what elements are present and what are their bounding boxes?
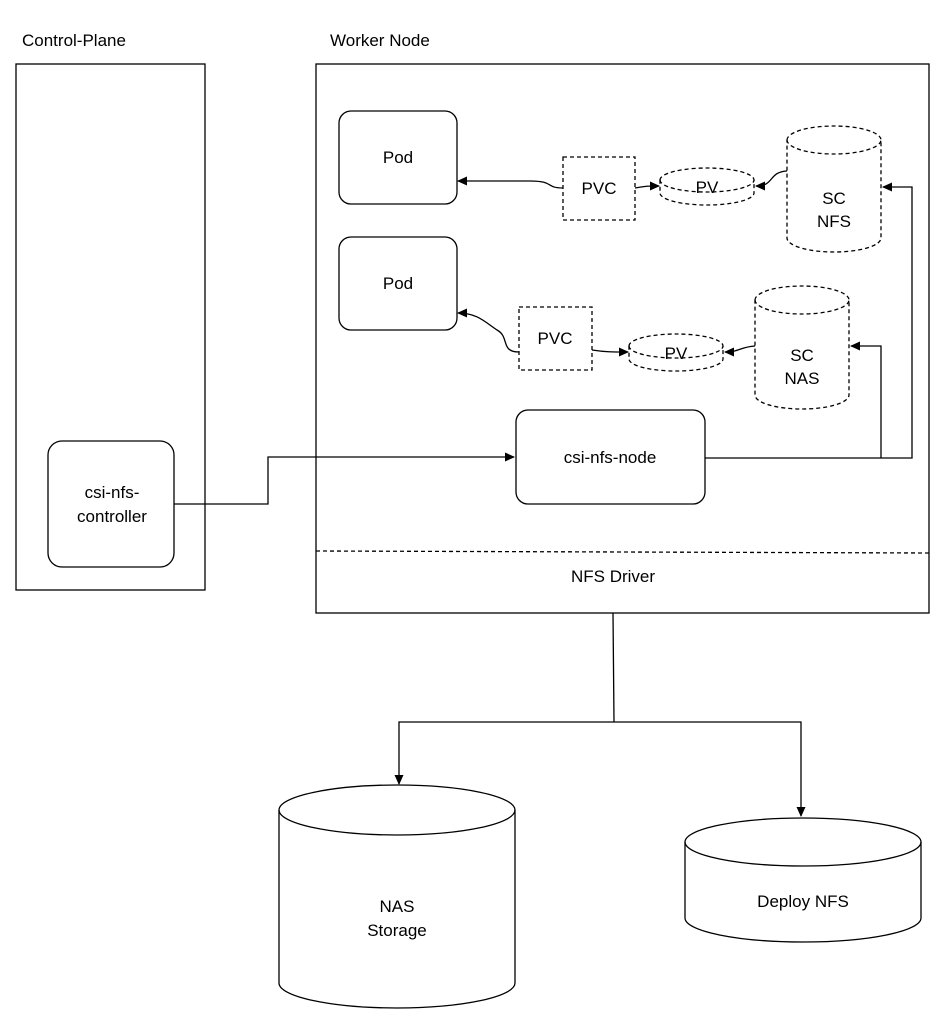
- pvc-top-label: PVC: [582, 179, 617, 198]
- pv-bottom-rim: [628, 345, 724, 359]
- csi-nfs-node-box: [515, 409, 706, 505]
- edge-driver-to-nas-storage: [394, 721, 614, 785]
- pv-bottom-label: PV: [665, 344, 688, 363]
- sc-nas-rim: [754, 299, 850, 315]
- edge-controller-to-node: [174, 452, 515, 505]
- pod-bottom-label: Pod: [383, 274, 413, 293]
- pod-top-label: Pod: [383, 148, 413, 167]
- nas-storage-rim: [278, 809, 516, 836]
- csi-nfs-controller[interactable]: csi-nfs- controller: [47, 440, 175, 568]
- deploy-nfs-rim: [684, 841, 922, 867]
- deploy-nfs[interactable]: Deploy NFS: [684, 817, 922, 943]
- worker-node-title: Worker Node: [330, 31, 430, 50]
- edge-pvc-to-pv-top: [634, 181, 660, 191]
- pvc-top[interactable]: PVC: [562, 156, 636, 221]
- storage-class-nfs[interactable]: SC NFS: [786, 125, 882, 253]
- nas-storage-body: [278, 784, 516, 1009]
- pod-bottom-box: [338, 236, 458, 331]
- pvc-bottom-box: [518, 306, 593, 371]
- csi-nfs-controller-label-line-1: csi-nfs-: [85, 483, 140, 502]
- pv-top-body: [659, 167, 755, 206]
- csi-nfs-node[interactable]: csi-nfs-node: [515, 409, 706, 505]
- sc-nas-label-line-2: NAS: [785, 369, 820, 388]
- pv-bottom[interactable]: PV: [628, 333, 724, 372]
- deploy-nfs-body: [684, 817, 922, 943]
- pvc-bottom[interactable]: PVC: [518, 306, 593, 371]
- pod-top-box: [338, 110, 458, 205]
- nas-storage-label-line-1: NAS: [380, 897, 415, 916]
- edge-pvc-to-pod-top: [457, 176, 564, 189]
- edge-pvc-to-pod-bottom: [457, 308, 520, 353]
- csi-nfs-controller-label-line-2: controller: [77, 507, 147, 526]
- pv-top-rim: [659, 179, 755, 193]
- edge-node-to-sc-nfs: [705, 182, 913, 459]
- deploy-nfs-label: Deploy NFS: [757, 892, 849, 911]
- sc-nfs-body: [786, 125, 882, 253]
- edge-node-to-sc-nas: [850, 341, 882, 458]
- pv-top[interactable]: PV: [659, 167, 755, 206]
- edge-pvc-to-pv-bottom: [591, 347, 629, 357]
- pv-top-label: PV: [696, 178, 719, 197]
- sc-nfs-rim: [786, 139, 882, 155]
- pvc-top-box: [562, 156, 636, 221]
- edge-sc-nas-to-pv-bottom: [724, 345, 756, 357]
- edge-sc-nfs-to-pv-top: [755, 170, 788, 191]
- sc-nfs-label-line-1: SC: [822, 189, 846, 208]
- nas-storage-label-line-2: Storage: [367, 921, 427, 940]
- csi-nfs-controller-box: [47, 440, 175, 568]
- pod-bottom[interactable]: Pod: [338, 236, 458, 331]
- pod-top[interactable]: Pod: [338, 110, 458, 205]
- pv-bottom-body: [628, 333, 724, 372]
- sc-nas-label-line-1: SC: [790, 346, 814, 365]
- nfs-driver-label: NFS Driver: [571, 567, 655, 586]
- pvc-bottom-label: PVC: [538, 329, 573, 348]
- edge-driver-to-deploy-nfs: [614, 721, 806, 817]
- nas-storage[interactable]: NAS Storage: [278, 784, 516, 1009]
- control-plane-title: Control-Plane: [22, 31, 126, 50]
- sc-nas-body: [754, 285, 850, 410]
- sc-nfs-label-line-2: NFS: [817, 212, 851, 231]
- storage-class-nas[interactable]: SC NAS: [754, 285, 850, 410]
- csi-nfs-node-label: csi-nfs-node: [564, 448, 657, 467]
- edge-driver-trunk: [612, 612, 615, 723]
